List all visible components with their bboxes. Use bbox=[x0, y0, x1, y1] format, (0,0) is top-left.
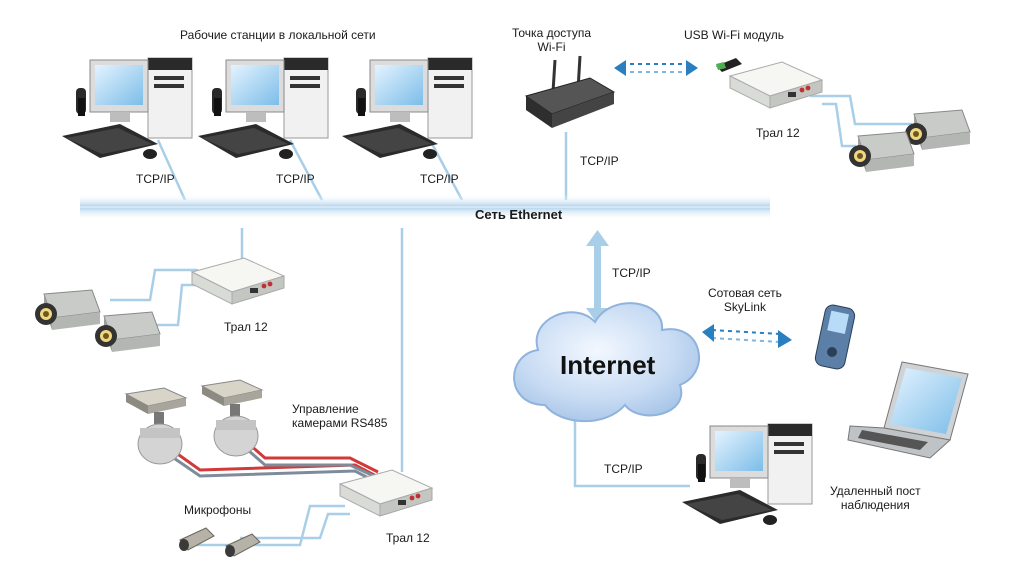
internet-label: Internet bbox=[560, 350, 656, 380]
access-point-label: Точка доступа Wi-Fi bbox=[512, 26, 592, 54]
wireless-links bbox=[614, 60, 792, 348]
ptz-control-label: Управление камерами RS485 bbox=[292, 402, 388, 430]
tcpip-label-ap: TCP/IP bbox=[580, 154, 619, 168]
tcpip-label-remote: TCP/IP bbox=[604, 462, 643, 476]
camera-left-1 bbox=[34, 289, 101, 331]
remote-post-label: Удаленный пост наблюдения bbox=[830, 484, 921, 512]
tcpip-label-3: TCP/IP bbox=[420, 172, 459, 186]
cellular-label: Сотовая сеть SkyLink bbox=[708, 286, 782, 314]
ptz-camera-2 bbox=[201, 379, 263, 457]
camera-top-1 bbox=[904, 109, 971, 151]
tcpip-label-internet: TCP/IP bbox=[612, 266, 651, 280]
tcpip-label-2: TCP/IP bbox=[276, 172, 315, 186]
ethernet-label: Сеть Ethernet bbox=[475, 207, 563, 222]
workstation-3 bbox=[341, 57, 473, 160]
tral-top-label: Трал 12 bbox=[756, 126, 800, 140]
recorder-left bbox=[191, 257, 285, 305]
laptop-icon bbox=[847, 361, 969, 459]
recorder-bottom bbox=[339, 469, 433, 517]
mobile-phone-icon bbox=[814, 304, 856, 370]
tcpip-label-1: TCP/IP bbox=[136, 172, 175, 186]
internet-cloud bbox=[513, 302, 700, 423]
workstation-2 bbox=[197, 57, 329, 160]
workstation-1 bbox=[61, 57, 193, 160]
ptz-camera-1 bbox=[125, 387, 187, 465]
recorder-top bbox=[729, 61, 823, 109]
microphones-label: Микрофоны bbox=[184, 503, 252, 517]
camera-top-2 bbox=[848, 131, 915, 173]
wifi-router-icon bbox=[524, 55, 616, 128]
tral-bottom-label: Трал 12 bbox=[386, 531, 430, 545]
tral-left-label: Трал 12 bbox=[224, 320, 268, 334]
camera-left-2 bbox=[94, 311, 161, 353]
workstations-label: Рабочие станции в локальной сети bbox=[180, 28, 376, 42]
usb-wifi-label: USB Wi-Fi модуль bbox=[684, 28, 784, 42]
rs485-cables bbox=[164, 434, 381, 486]
remote-workstation bbox=[681, 423, 813, 526]
microphone-1 bbox=[178, 527, 215, 552]
usb-wifi-module-icon bbox=[716, 58, 742, 72]
